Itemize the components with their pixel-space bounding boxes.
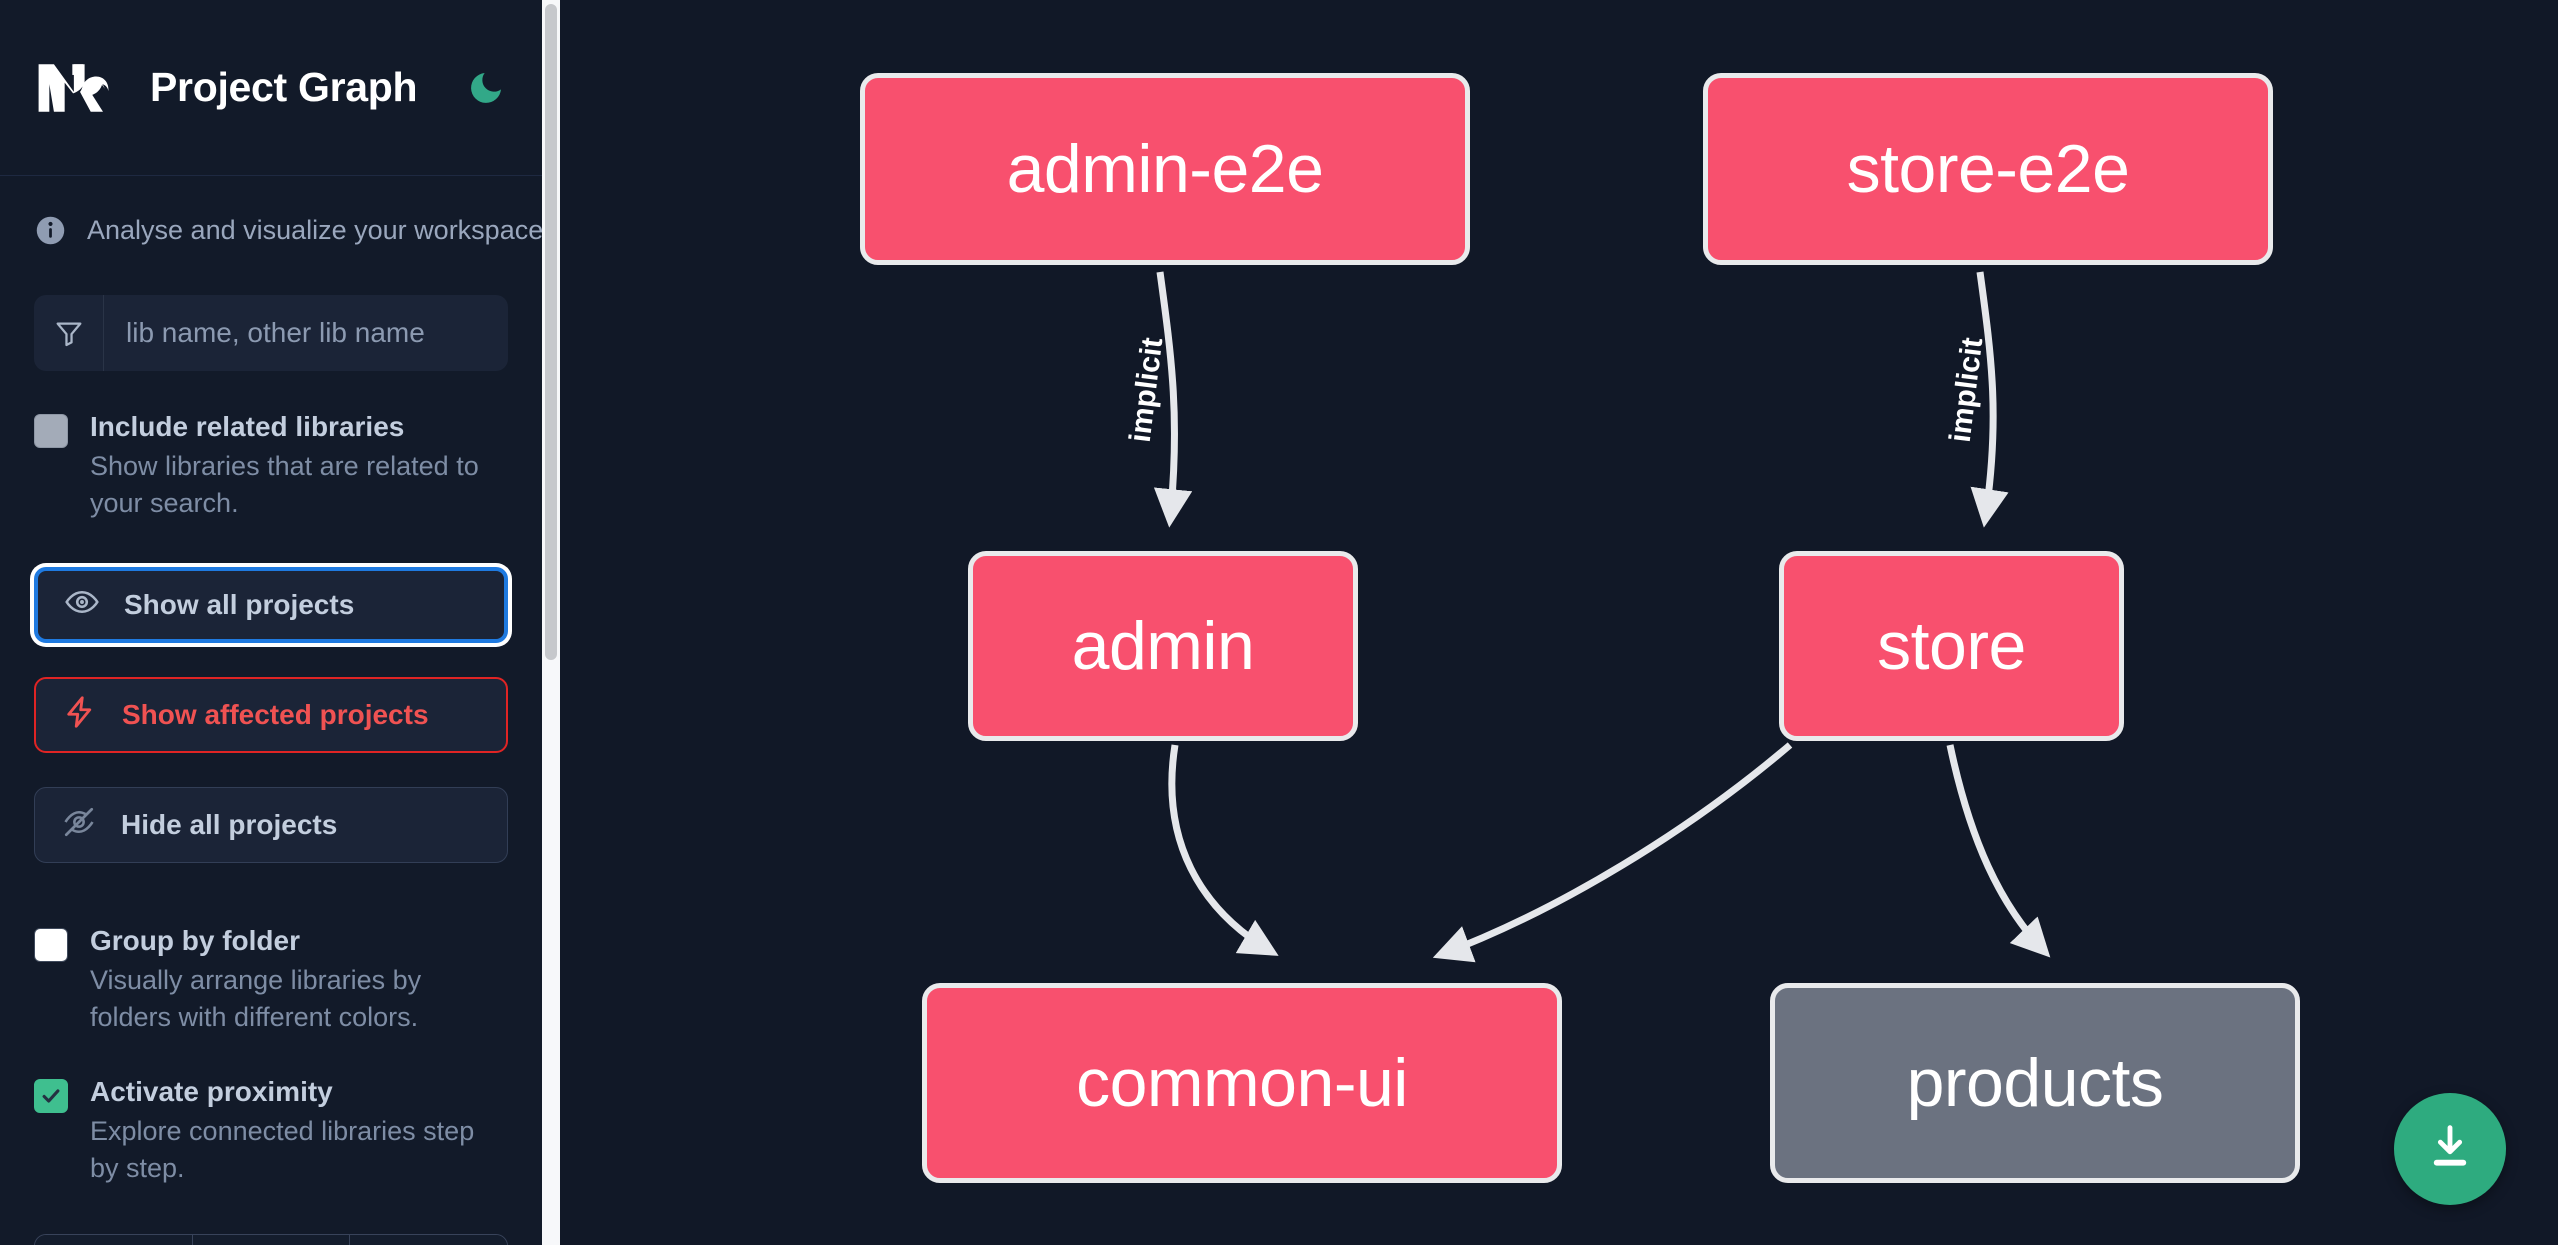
sidebar-body: Include related libraries Show libraries… (0, 295, 542, 1245)
show-affected-projects-button[interactable]: Show affected projects (34, 676, 508, 753)
segment-option-3[interactable] (350, 1234, 507, 1245)
proximity-segmented-control[interactable] (34, 1233, 508, 1245)
graph-canvas[interactable]: admin-e2e store-e2e admin store common-u… (560, 0, 2558, 1245)
show-affected-projects-label: Show affected projects (122, 698, 429, 730)
option-description: Explore connected libraries step by step… (90, 1116, 475, 1184)
option-description: Visually arrange libraries by folders wi… (90, 964, 422, 1032)
nx-logo (34, 57, 126, 119)
checkbox-group-by-folder[interactable] (34, 927, 68, 962)
graph-node-store-e2e[interactable]: store-e2e (1703, 73, 2273, 265)
option-label: Group by folder (90, 924, 300, 956)
sidebar-scroll-region: Project Graph Analyse and visualize your… (0, 0, 542, 1245)
show-all-projects-label: Show all projects (124, 588, 355, 620)
option-activate-proximity[interactable]: Activate proximity Explore connected lib… (34, 1074, 508, 1188)
show-all-projects-button[interactable]: Show all projects (34, 566, 508, 643)
node-label: common-ui (1076, 1045, 1408, 1121)
download-graph-button[interactable] (2394, 1093, 2506, 1205)
graph-edges (1153, 271, 2051, 963)
eye-slash-icon (61, 804, 97, 845)
graph-node-common-ui[interactable]: common-ui (922, 983, 1562, 1183)
node-label: products (1906, 1045, 2164, 1121)
option-group-by-folder[interactable]: Group by folder Visually arrange librari… (34, 923, 508, 1037)
edge-admin-to-common-ui (1168, 744, 1279, 956)
checkbox-activate-proximity[interactable] (34, 1079, 68, 1113)
moon-icon[interactable] (463, 62, 508, 114)
tagline: Analyse and visualize your workspace. (0, 176, 542, 247)
tagline-text: Analyse and visualize your workspace. (87, 215, 542, 245)
checkbox-include-related-libraries[interactable] (34, 414, 68, 448)
page-title: Project Graph (150, 64, 418, 110)
edge-admin-e2e-to-admin (1153, 271, 1193, 528)
lightning-bolt-icon (62, 694, 98, 735)
graph-node-products[interactable]: products (1770, 983, 2300, 1183)
spacer (34, 863, 508, 885)
sidebar-scrollbar-thumb[interactable] (545, 4, 557, 660)
filter-box (34, 295, 508, 371)
node-label: admin-e2e (1006, 131, 1324, 207)
search-input[interactable] (104, 295, 508, 371)
eye-icon (64, 584, 100, 625)
option-label: Activate proximity (90, 1076, 333, 1107)
graph-node-store[interactable]: store (1779, 551, 2124, 741)
sidebar-scrollbar-track[interactable] (542, 0, 560, 1245)
hide-all-projects-label: Hide all projects (121, 808, 338, 840)
edge-store-to-common-ui (1432, 742, 1793, 963)
edge-store-e2e-to-store (1970, 271, 2009, 528)
sidebar-header: Project Graph (0, 0, 542, 176)
option-include-related-libraries[interactable]: Include related libraries Show libraries… (34, 409, 508, 523)
graph-node-admin[interactable]: admin (968, 551, 1358, 741)
funnel-icon (34, 295, 104, 371)
node-label: store-e2e (1846, 131, 2130, 207)
edge-store-to-products (1946, 744, 2051, 958)
sidebar: Project Graph Analyse and visualize your… (0, 0, 560, 1245)
info-icon (34, 214, 67, 247)
node-label: store (1877, 608, 2026, 684)
node-label: admin (1071, 608, 1255, 684)
hide-all-projects-button[interactable]: Hide all projects (34, 786, 508, 863)
option-description: Show libraries that are related to your … (90, 451, 479, 519)
segment-option-2[interactable] (192, 1234, 351, 1245)
graph-node-admin-e2e[interactable]: admin-e2e (860, 73, 1470, 265)
download-icon (2421, 1118, 2479, 1181)
option-label: Include related libraries (90, 411, 405, 442)
segment-option-1[interactable] (35, 1234, 193, 1245)
